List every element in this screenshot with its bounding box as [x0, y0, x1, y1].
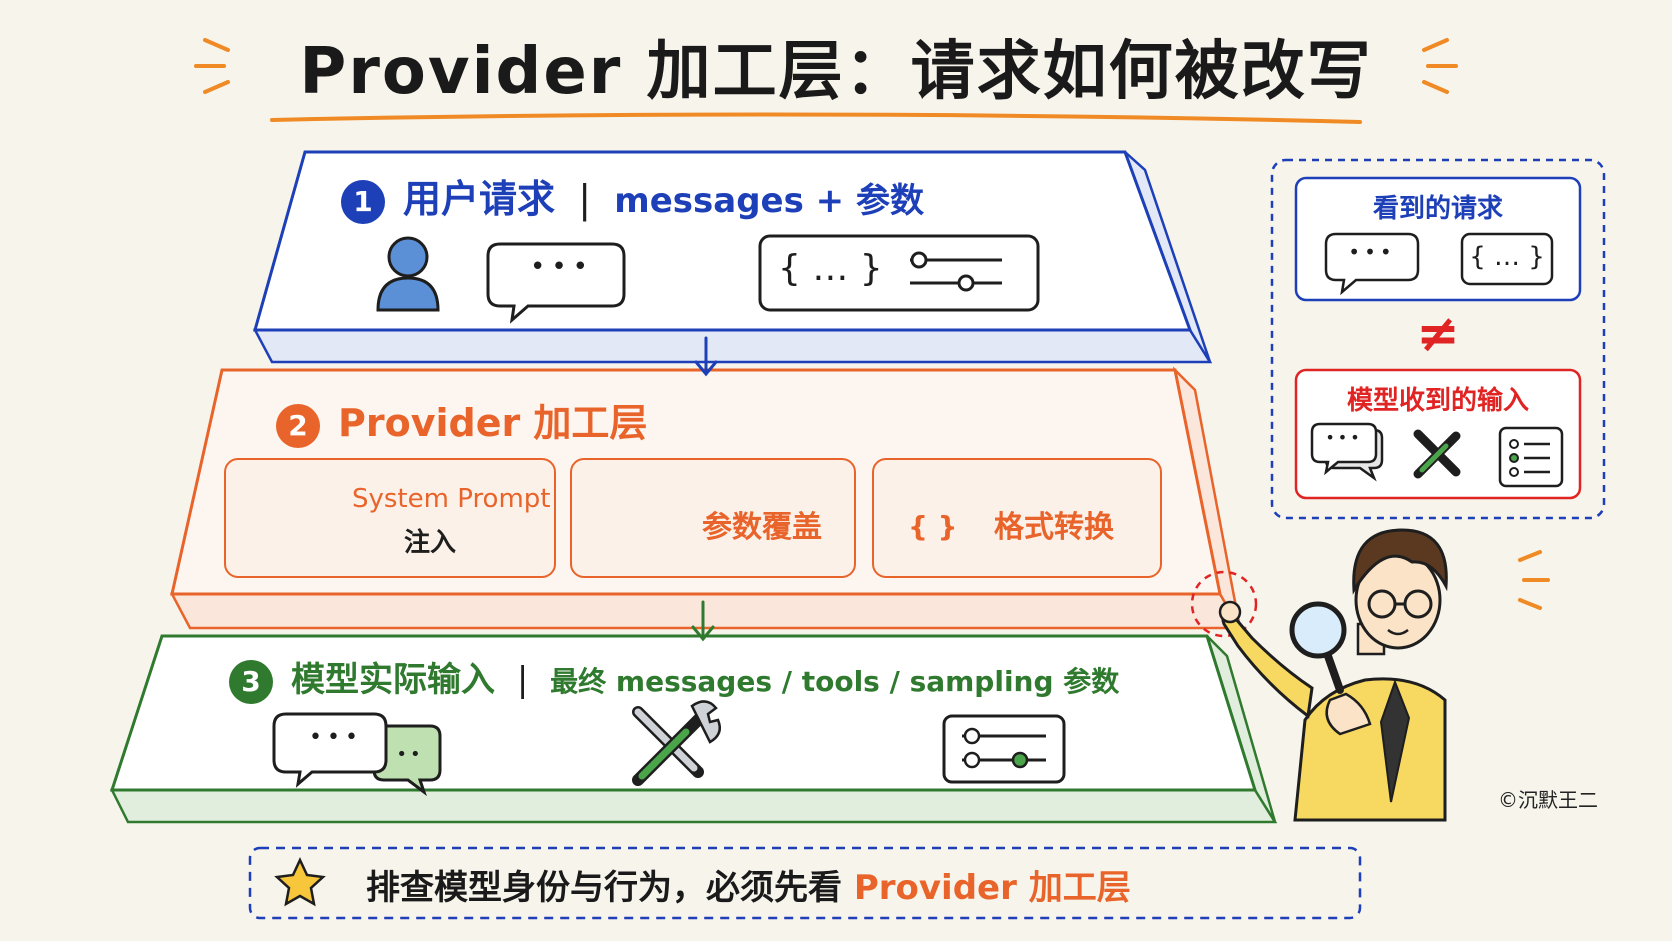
layer1-label: 用户请求 — [403, 177, 556, 221]
double-chat-dots-2: •• — [396, 744, 424, 765]
author-signature: ©沉默王二 — [1498, 788, 1598, 812]
received-chat-dots: ••• — [1325, 428, 1363, 447]
layer1-heading: 1 用户请求 | messages + 参数 — [341, 168, 924, 224]
tools-icon — [632, 700, 721, 786]
title-accent-left — [194, 38, 230, 94]
param-override-label: 参数覆盖 — [702, 510, 822, 545]
seen-chat-icon — [1324, 232, 1420, 296]
received-input-title: 模型收到的输入 — [1346, 386, 1529, 416]
layer3-label: 模型实际输入 — [291, 660, 495, 700]
sliders-green-card — [942, 714, 1066, 784]
page-title: Provider 加工层：请求如何被改写 — [299, 35, 1373, 109]
system-prompt-box — [224, 458, 556, 578]
arrow-2-to-3 — [691, 600, 715, 642]
double-chat-icon — [272, 712, 442, 797]
sliders-icon — [910, 251, 1002, 292]
param-override-box — [570, 458, 856, 578]
format-convert-label: 格式转换 — [994, 510, 1114, 545]
received-tools-icon — [1413, 429, 1461, 479]
title-accent-right — [1422, 38, 1458, 94]
received-list-icon — [1498, 426, 1564, 488]
file-code-braces: { } — [908, 510, 958, 543]
character-illustration — [1218, 528, 1550, 822]
not-equal-sign: ≠ — [1416, 304, 1460, 364]
layer3-badge: 3 — [229, 659, 273, 704]
system-prompt-label: System Prompt — [352, 484, 551, 514]
footer-highlight: Provider 加工层 — [853, 868, 1131, 908]
params-card — [758, 234, 1040, 312]
chat-bubble-dots: ••• — [529, 252, 594, 282]
chat-bubble-icon — [486, 242, 626, 324]
layer3-heading: 3 模型实际输入 | 最终 messages / tools / sampling… — [229, 652, 1119, 704]
seen-request-title: 看到的请求 — [1372, 194, 1503, 224]
layer3-separator: | — [516, 660, 529, 700]
layer1-badge: 1 — [341, 179, 385, 224]
layer3-detail: 最终 messages / tools / sampling 参数 — [550, 665, 1120, 698]
layer2-badge: 2 — [276, 403, 320, 448]
format-convert-box — [872, 458, 1162, 578]
layer1-separator: | — [578, 177, 592, 221]
arrow-1-to-2 — [694, 336, 718, 377]
footer-text: 排查模型身份与行为，必须先看 — [366, 868, 854, 908]
layer2-label: Provider 加工层 — [338, 401, 648, 445]
focus-circle — [1190, 570, 1258, 638]
json-text: { … } — [778, 248, 883, 289]
system-prompt-sublabel: 注入 — [404, 528, 457, 558]
layer2-heading: 2 Provider 加工层 — [276, 392, 647, 448]
seen-json-text: { … } — [1469, 242, 1545, 272]
footer-note: 排查模型身份与行为，必须先看 Provider 加工层 — [366, 860, 1131, 909]
seen-chat-dots: ••• — [1348, 240, 1396, 264]
footer-frame — [248, 846, 1362, 920]
user-icon — [376, 236, 440, 312]
star-icon — [274, 857, 326, 907]
seen-json-card — [1460, 232, 1554, 286]
layer1-detail: messages + 参数 — [614, 181, 924, 221]
double-chat-dots: ••• — [309, 725, 363, 750]
title-underline — [270, 112, 1362, 124]
received-chat-icon — [1310, 422, 1384, 482]
